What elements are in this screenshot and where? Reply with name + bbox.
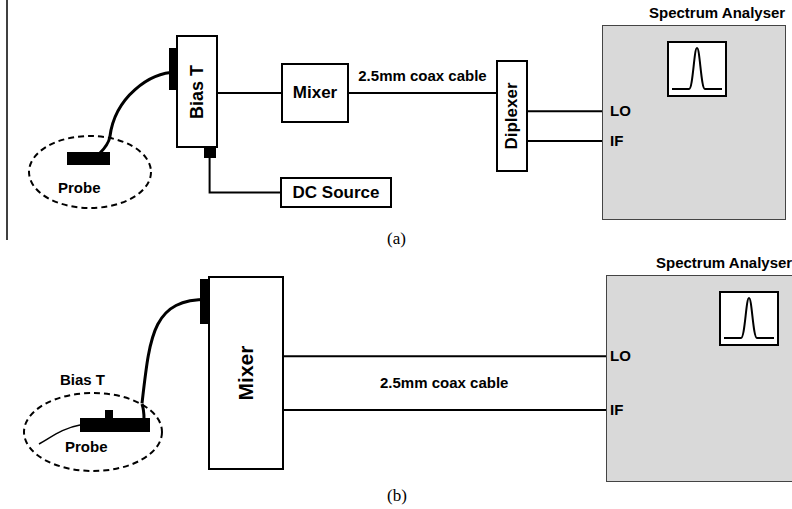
box-label: Probe: [65, 438, 108, 455]
analyser-screen: [667, 41, 727, 97]
box-label: DC Source: [293, 183, 380, 203]
lo-line: [284, 355, 606, 357]
panel-label: (a): [387, 229, 406, 249]
port-name: IF: [610, 401, 623, 418]
mixer-box: Mixer: [281, 63, 349, 123]
rf-line: [218, 92, 281, 94]
spectrum-analyser: Spectrum Analyser: [602, 25, 786, 220]
probe-region: Probe: [28, 135, 152, 209]
dc-line: [210, 148, 280, 193]
ellipse-outline: [28, 135, 152, 209]
analyser-screen: [719, 291, 779, 346]
probe-cable: [110, 72, 176, 137]
box-label: Diplexer: [502, 82, 522, 149]
coax-line: [349, 92, 496, 94]
ellipse-outline: [23, 392, 163, 472]
if-line: [528, 140, 602, 142]
diplexer-box: Diplexer: [496, 60, 528, 172]
dc-source-box: DC Source: [280, 177, 392, 208]
probe-region: Probe: [23, 392, 163, 472]
port-name: LO: [610, 347, 631, 364]
part-name: Bias T: [60, 371, 105, 388]
if-line: [284, 409, 606, 411]
panel-label: (b): [387, 486, 407, 506]
box-label: Probe: [58, 179, 101, 196]
bias-t-box: Bias T: [176, 35, 218, 148]
divider-line: [6, 0, 8, 240]
port-name: LO: [610, 102, 631, 119]
spectrum-analyser: Spectrum Analyser: [606, 275, 792, 482]
cable-label: 2.5mm coax cable: [380, 374, 508, 391]
lo-line: [528, 110, 602, 112]
box-heading: Spectrum Analyser: [649, 4, 785, 21]
box-label: Mixer: [293, 83, 337, 103]
box-label: Mixer: [234, 346, 258, 401]
edge-label: 2.5mm coax cable: [356, 67, 488, 84]
box-heading: Spectrum Analyser: [656, 254, 792, 271]
mixer-box: Mixer: [208, 276, 284, 470]
port-name: IF: [610, 132, 623, 149]
box-label: Bias T: [187, 64, 208, 118]
probe-cable: [142, 299, 208, 403]
